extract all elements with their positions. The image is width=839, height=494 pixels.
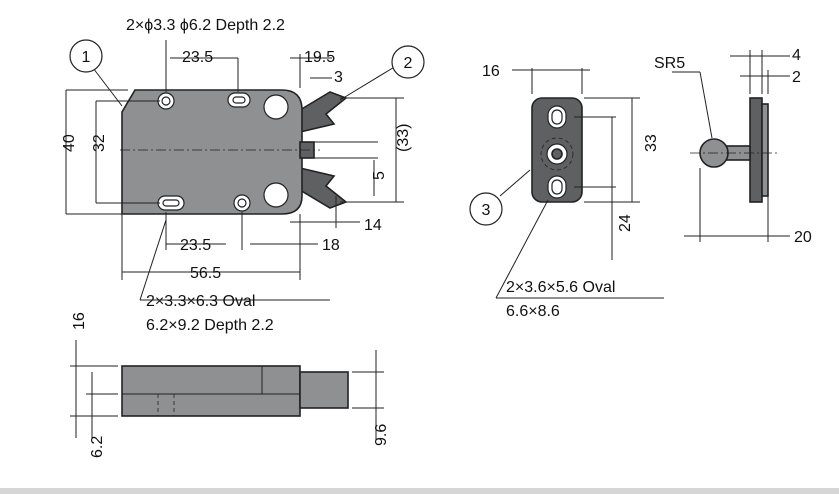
large-hole-bottom-right (263, 182, 289, 208)
strike-ball-outline (540, 137, 574, 171)
bottom-dim-6-2: 6.2 (89, 436, 106, 458)
footer-divider (0, 488, 839, 494)
dim-32: 32 (91, 134, 108, 152)
bottom-dim-9-6: 9.6 (373, 424, 390, 446)
svg-text:3: 3 (482, 202, 491, 219)
latch-claw-lower (299, 166, 348, 209)
latch-claw-upper (299, 91, 348, 134)
oval-note-line1: 2×3.3×6.3 Oval (146, 293, 255, 310)
svg-text:1: 1 (82, 49, 91, 66)
oval-hole-bottom-inner (162, 199, 180, 207)
latch-body (121, 89, 303, 215)
dim-56-5: 56.5 (190, 265, 221, 282)
side-plate-lip (761, 103, 769, 197)
dim-5: 5 (371, 171, 388, 180)
strike-oval-note-line1: 2×3.6×5.6 Oval (506, 279, 615, 296)
bottom-plunger (299, 371, 349, 409)
side-view (672, 50, 790, 242)
side-dim-20: 20 (794, 229, 812, 246)
side-dim-2: 2 (792, 69, 801, 86)
bottom-view (70, 340, 384, 440)
strike-dim-16: 16 (482, 63, 500, 80)
strike-oval-note-line2: 6.6×8.6 (506, 303, 560, 320)
strike-ball-center (551, 148, 563, 160)
bottom-dim-16: 16 (71, 312, 88, 330)
callout-1: 1 (69, 39, 103, 73)
side-dim-SR5: SR5 (654, 55, 685, 72)
oval-note-line2: 6.2×9.2 Depth 2.2 (146, 317, 274, 334)
dim-33-ref: (33) (395, 124, 412, 152)
dim-19-5: 19.5 (304, 49, 335, 66)
mounting-hole-top-left-inner (161, 96, 171, 106)
large-hole-top-right (263, 94, 289, 120)
strike-dim-24: 24 (617, 214, 634, 232)
dim-14: 14 (364, 217, 382, 234)
strike-oval-bottom-inner (551, 179, 563, 195)
bottom-body (121, 365, 301, 417)
strike-oval-top-inner (551, 109, 563, 125)
dim-23-5-top: 23.5 (182, 49, 213, 66)
front-dimension-lines (65, 40, 404, 301)
oval-hole-top-inner (232, 96, 246, 104)
top-hole-note: 2×ϕ3.3 ϕ6.2 Depth 2.2 (126, 17, 285, 34)
svg-text:2: 2 (404, 55, 413, 72)
strike-dim-33: 33 (643, 134, 660, 152)
dim-3: 3 (334, 69, 343, 86)
front-view (65, 40, 404, 301)
callout-2: 2 (391, 45, 425, 79)
mounting-hole-bottom-mid-inner (237, 198, 247, 208)
dim-23-5-bottom: 23.5 (180, 237, 211, 254)
side-dim-4: 4 (792, 47, 801, 64)
strike-view (495, 68, 664, 299)
dim-40: 40 (61, 134, 78, 152)
side-plate (749, 97, 763, 203)
dim-18: 18 (322, 237, 340, 254)
callout-3: 3 (469, 192, 503, 226)
